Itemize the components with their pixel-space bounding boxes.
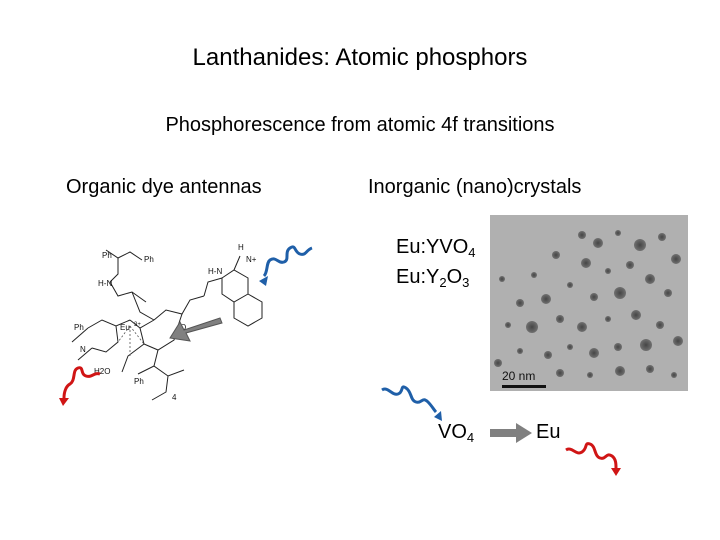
emission-wave-right — [565, 442, 618, 469]
label-n-plus: N+ — [246, 255, 257, 264]
label-ph-2: Ph — [144, 255, 154, 264]
tem-scale-bar — [502, 385, 546, 388]
right-column-heading: Inorganic (nano)crystals — [368, 176, 582, 198]
emission-arrowhead-right — [611, 468, 621, 476]
tem-scale-label: 20 nm — [502, 369, 536, 383]
absorption-arrowhead-left — [259, 276, 268, 286]
tem-micrograph-image: 20 nm — [490, 215, 688, 391]
label-water: H2O — [94, 367, 110, 376]
eu-complex-structure-diagram: Ph Ph H-N Eu 3+ H-N H N+ Ph N H2O Ph O 4 — [71, 243, 263, 402]
emission-arrowhead-left — [59, 398, 69, 406]
label-hn-1: H-N — [98, 279, 112, 288]
label-compound-number: 4 — [172, 393, 177, 402]
label-n-1: N — [80, 345, 86, 354]
left-column-heading: Organic dye antennas — [66, 176, 262, 198]
slide-title: Lanthanides: Atomic phosphors — [192, 44, 528, 71]
emission-wave-left — [62, 366, 101, 399]
formula-eu-yvo4: Eu:YVO4 — [396, 236, 476, 260]
transfer-from-vo4: VO4 — [438, 421, 475, 445]
label-ph-4: Ph — [134, 377, 144, 386]
label-ph-3: Ph — [74, 323, 84, 332]
energy-transfer-arrow-gray — [169, 317, 223, 342]
label-metal: Eu — [120, 323, 130, 332]
nanoparticles-pattern — [490, 215, 688, 391]
label-n-h: H-N — [208, 267, 222, 276]
label-ph-1: Ph — [102, 251, 112, 260]
label-h-top: H — [238, 243, 244, 252]
label-metal-charge: 3+ — [134, 322, 141, 328]
absorption-wave-left — [262, 245, 313, 278]
absorption-arrowhead-right — [434, 411, 442, 421]
transfer-to-eu: Eu — [536, 421, 561, 443]
absorption-wave-right — [381, 385, 438, 414]
slide-subtitle: Phosphorescence from atomic 4f transitio… — [165, 114, 555, 136]
transfer-arrow-vo4-to-eu — [490, 423, 532, 443]
formula-eu-y2o3: Eu:Y2O3 — [396, 266, 470, 290]
